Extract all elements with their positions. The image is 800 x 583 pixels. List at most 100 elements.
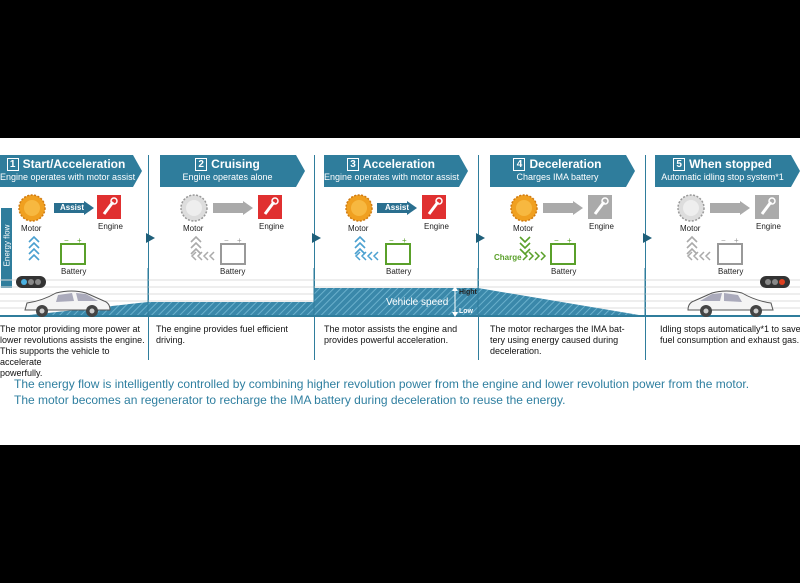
energy-left-chevrons-inactive-icon xyxy=(686,251,711,261)
description-line: deceleration. xyxy=(490,346,542,356)
energy-left-chevrons-inactive-icon xyxy=(190,251,215,261)
stage-divider xyxy=(148,155,149,360)
stage-2-number: 2 xyxy=(195,158,207,171)
svg-text:+: + xyxy=(402,236,407,245)
stage-4-description: The motor recharges the IMA bat- tery us… xyxy=(490,324,640,357)
battery-label: Battery xyxy=(61,267,87,276)
engine-inactive-icon xyxy=(755,195,779,219)
stage-1-number: 1 xyxy=(7,158,19,171)
stage-4-header: 4 Deceleration Charges IMA battery xyxy=(490,155,635,187)
assist-arrow-icon xyxy=(54,201,94,215)
svg-text:−: − xyxy=(389,236,394,245)
svg-text:−: − xyxy=(554,236,559,245)
stage-5-subtitle: Automatic idling stop system*1 xyxy=(661,172,784,182)
stage-3-title: Acceleration xyxy=(362,157,436,171)
description-line: The engine provides fuel efficient xyxy=(156,324,288,334)
motor-label: Motor xyxy=(513,224,534,233)
battery-inactive-icon: − + xyxy=(717,236,743,265)
stage-1-title: Start/Acceleration xyxy=(22,157,126,171)
engine-label: Engine xyxy=(259,222,284,231)
vehicle-speed-graph xyxy=(0,268,800,317)
energy-up-chevrons-icon xyxy=(28,235,40,261)
description-line: Idling stops automatically*1 to save xyxy=(660,324,800,334)
motor-inactive-icon xyxy=(677,194,705,222)
stage-3-number: 3 xyxy=(347,158,359,171)
stage-transition-arrow-icon xyxy=(312,233,321,243)
motor-label: Motor xyxy=(21,224,42,233)
stage-3-subtitle: Engine operates with motor assist xyxy=(324,172,460,182)
stage-2-header: 2 Cruising Engine operates alone xyxy=(160,155,305,187)
battery-label: Battery xyxy=(718,267,744,276)
flow-arrow-inactive-icon xyxy=(543,201,583,215)
engine-label: Engine xyxy=(98,222,123,231)
description-line: lower revolutions assists the engine. xyxy=(0,335,145,345)
charge-label: Charge xyxy=(494,253,522,262)
stage-divider xyxy=(478,155,479,360)
energy-left-chevrons-icon xyxy=(354,251,379,261)
stage-2-description: The engine provides fuel efficient drivi… xyxy=(156,324,311,346)
description-line: provides powerful acceleration. xyxy=(324,335,449,345)
speed-low-label: Low xyxy=(459,308,473,315)
stage-3-description: The motor assists the engine and provide… xyxy=(324,324,474,346)
description-line: The motor recharges the IMA bat- xyxy=(490,324,625,334)
stage-5-description: Idling stops automatically*1 to save fue… xyxy=(660,324,800,346)
svg-text:+: + xyxy=(77,236,82,245)
motor-active-icon xyxy=(510,194,538,222)
battery-label: Battery xyxy=(551,267,577,276)
description-line: powerfully. xyxy=(0,368,43,378)
summary-line: The motor becomes an regenerator to rech… xyxy=(14,393,566,407)
description-line: This supports the vehicle to accelerate xyxy=(0,346,110,367)
summary-line: The energy flow is intelligently control… xyxy=(14,377,750,391)
energy-right-chevrons-icon xyxy=(522,251,547,261)
motor-active-icon xyxy=(18,194,46,222)
stage-4-subtitle: Charges IMA battery xyxy=(516,172,599,182)
stage-4-number: 4 xyxy=(513,158,525,171)
stage-2-subtitle: Engine operates alone xyxy=(182,172,273,182)
flow-arrow-inactive-icon xyxy=(710,201,750,215)
engine-active-icon xyxy=(422,195,446,219)
assist-arrow-icon xyxy=(377,201,417,215)
description-line: driving. xyxy=(156,335,186,345)
traffic-light-green-icon xyxy=(16,276,46,288)
stage-transition-arrow-icon xyxy=(643,233,652,243)
battery-active-icon: − + xyxy=(60,236,86,265)
battery-inactive-icon: − + xyxy=(220,236,246,265)
speed-high-label: Hight xyxy=(459,289,477,296)
engine-label: Engine xyxy=(589,222,614,231)
battery-active-icon: − + xyxy=(550,236,576,265)
motor-label: Motor xyxy=(680,224,701,233)
stage-5-number: 5 xyxy=(673,158,685,171)
stage-1-subtitle: Engine operates with motor assist xyxy=(0,172,136,182)
stage-1-description: The motor providing more power at lower … xyxy=(0,324,146,379)
description-line: fuel consumption and exhaust gas. xyxy=(660,335,800,345)
summary-text: The energy flow is intelligently control… xyxy=(14,376,749,408)
motor-label: Motor xyxy=(348,224,369,233)
motor-inactive-icon xyxy=(180,194,208,222)
svg-text:−: − xyxy=(64,236,69,245)
battery-label: Battery xyxy=(386,267,412,276)
stage-divider xyxy=(314,155,315,360)
stage-5-title: When stopped xyxy=(689,157,772,171)
vehicle-speed-label: Vehicle speed xyxy=(386,297,449,308)
car-stopped-icon xyxy=(687,290,774,317)
stage-4-title: Deceleration xyxy=(529,157,602,171)
engine-label: Engine xyxy=(424,222,449,231)
stage-2-title: Cruising xyxy=(211,157,260,171)
description-line: The motor assists the engine and xyxy=(324,324,458,334)
svg-text:+: + xyxy=(237,236,242,245)
stage-divider xyxy=(645,155,646,360)
flow-arrow-inactive-icon xyxy=(213,201,253,215)
car-start-icon xyxy=(24,290,111,317)
energy-up-chevrons-inactive-icon xyxy=(686,235,698,255)
traffic-light-red-icon xyxy=(760,276,790,288)
svg-text:−: − xyxy=(721,236,726,245)
energy-up-chevrons-inactive-icon xyxy=(190,235,202,255)
engine-active-icon xyxy=(97,195,121,219)
stage-transition-arrow-icon xyxy=(476,233,485,243)
description-line: The motor providing more power at xyxy=(0,324,141,334)
assist-label: Assist xyxy=(385,203,410,212)
energy-up-chevrons-icon xyxy=(354,235,366,255)
